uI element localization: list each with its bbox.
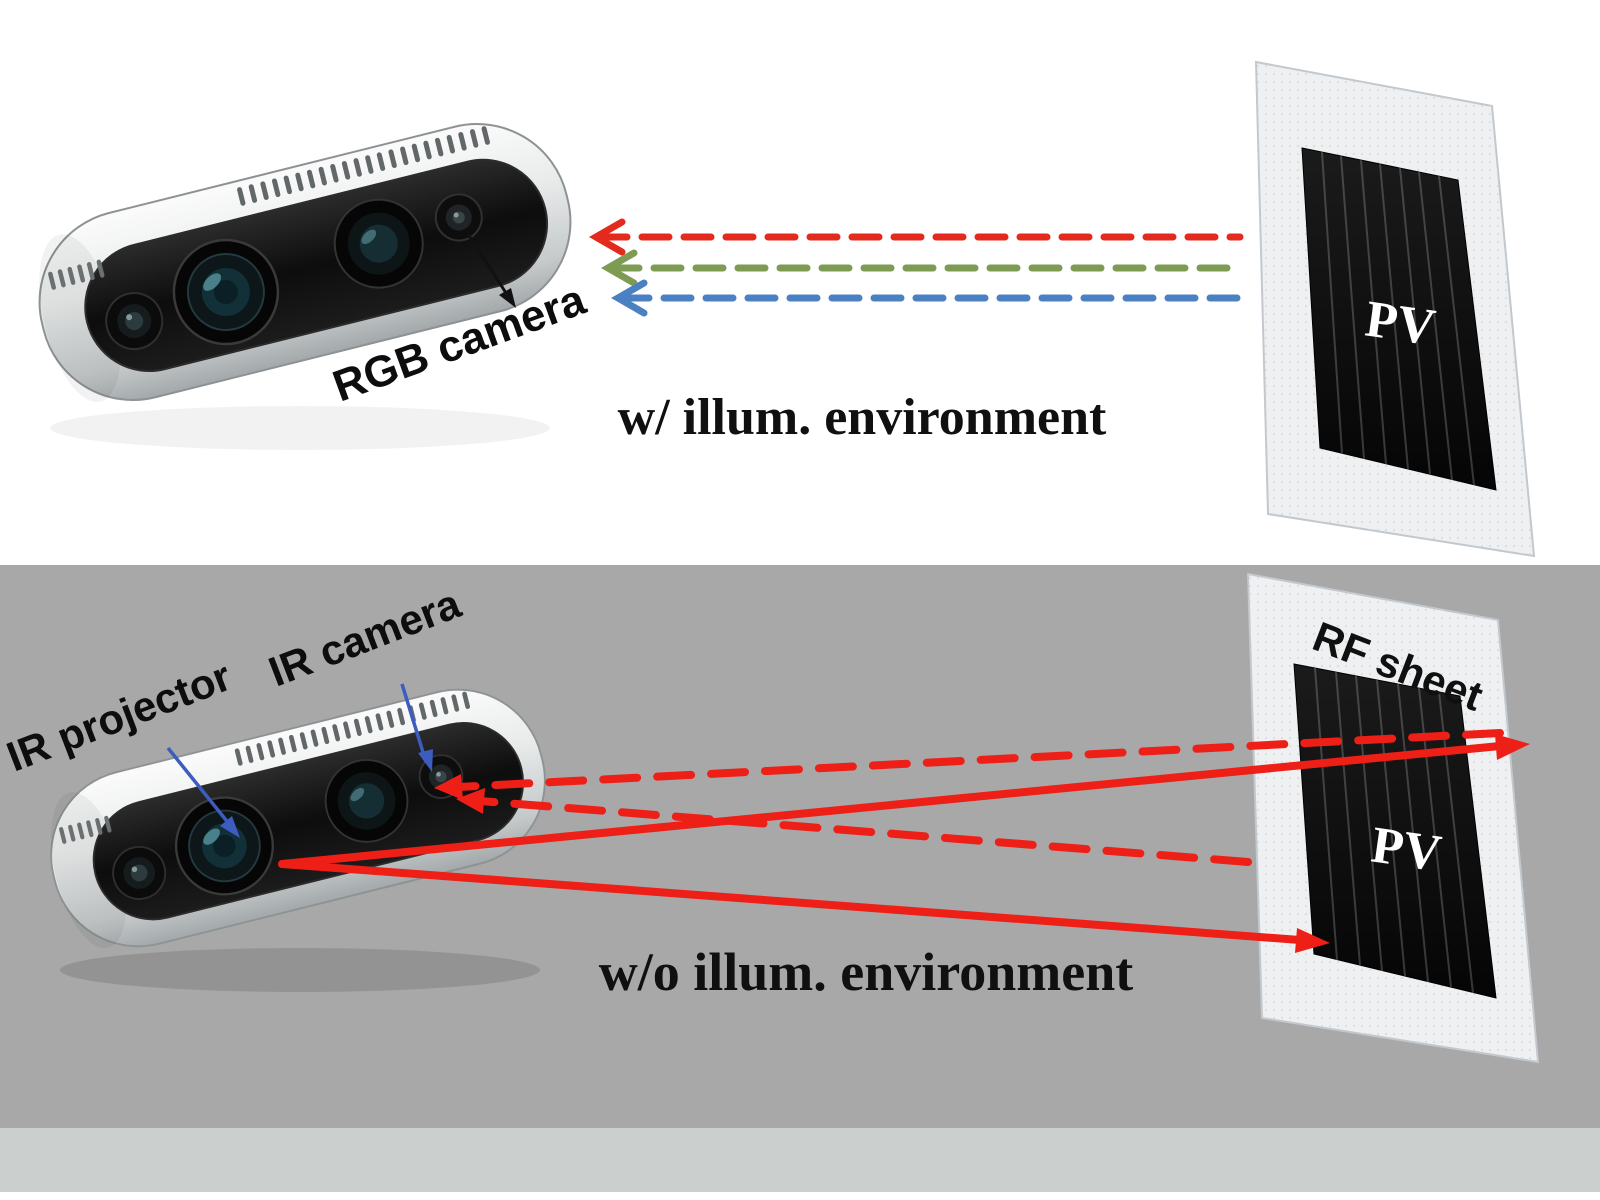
light-rays	[588, 218, 1244, 317]
pv-label-top: PV	[1362, 291, 1439, 357]
blue-light-ray-arrowhead	[610, 279, 648, 317]
bottom-footer-strip	[0, 1128, 1600, 1192]
camera-shadow-top	[50, 406, 550, 450]
camera-shadow-bottom	[60, 948, 540, 992]
ir-ray-dashed-return-upper-arrowhead	[434, 774, 463, 800]
pv-cell-grid	[1314, 667, 1474, 994]
pv-module	[1301, 147, 1497, 491]
bottom-caption: w/o illum. environment	[599, 942, 1134, 1002]
ir-rays	[278, 729, 1530, 953]
green-light-ray-arrowhead	[600, 249, 638, 287]
ir-projector-pointer-arrowhead	[220, 816, 240, 838]
pv-label-bottom: PV	[1368, 817, 1445, 883]
rgb-label-pointer-arrowhead	[499, 288, 516, 308]
rgb-label-pointer-line	[466, 233, 508, 294]
ir-ray-dashed-return-lower-arrowhead	[456, 788, 485, 814]
ir-camera-pointer-arrowhead	[418, 749, 433, 772]
pv-cell-grid	[1321, 151, 1475, 486]
top-caption: w/ illum. environment	[618, 389, 1107, 446]
ir-ray-solid-lower-arrowhead	[1295, 928, 1330, 953]
ir-projector-pointer-line	[166, 746, 236, 832]
ir-ray-solid-lower	[278, 860, 1304, 944]
ir-ray-solid-upper-arrowhead	[1495, 734, 1530, 760]
ir-ray-dashed-return-lower	[476, 797, 1252, 866]
pv-sheet-top: PV	[1254, 60, 1536, 558]
ir-ray-solid-upper	[278, 742, 1504, 868]
red-light-ray-arrowhead	[588, 218, 626, 256]
ir-camera-pointer-line	[400, 683, 428, 763]
rf-sheet-bottom: RF sheet PV	[1246, 572, 1540, 1064]
ir-ray-dashed-return-upper	[454, 729, 1504, 791]
